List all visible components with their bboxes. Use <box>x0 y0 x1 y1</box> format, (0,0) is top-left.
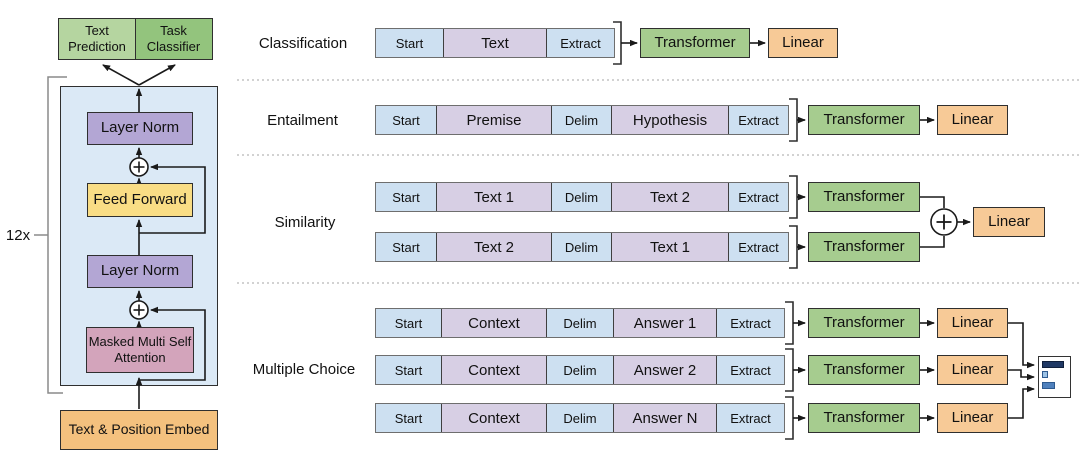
token-start: Start <box>376 309 441 337</box>
layer-norm-top-box: Layer Norm <box>87 112 193 145</box>
linear-box: Linear <box>937 355 1008 385</box>
token-context: Context <box>441 309 546 337</box>
text-prediction-box: Text Prediction <box>58 18 136 60</box>
transformer-box: Transformer <box>808 105 920 135</box>
token-sequence-choice-2: Start Context Delim Answer 2 Extract <box>375 355 785 385</box>
token-sequence-similarity-1: Start Text 1 Delim Text 2 Extract <box>375 182 789 212</box>
token-delim: Delim <box>551 106 611 134</box>
task-label-entailment: Entailment <box>267 112 338 129</box>
token-start: Start <box>376 106 436 134</box>
token-sequence-choice-n: Start Context Delim Answer N Extract <box>375 403 785 433</box>
token-sequence-classification: Start Text Extract <box>375 28 615 58</box>
linear-box: Linear <box>937 308 1008 338</box>
linear-box: Linear <box>768 28 838 58</box>
token-answer2: Answer 2 <box>613 356 716 384</box>
token-extract: Extract <box>728 233 788 261</box>
task-label-multiple-choice: Multiple Choice <box>252 361 356 378</box>
token-context: Context <box>441 356 546 384</box>
linear-box: Linear <box>937 403 1008 433</box>
answer-scores-chart <box>1038 356 1071 398</box>
linear-box: Linear <box>973 207 1045 237</box>
transformer-box: Transformer <box>808 232 920 262</box>
transformer-box: Transformer <box>808 355 920 385</box>
token-answer1: Answer 1 <box>613 309 716 337</box>
layer-norm-bottom-box: Layer Norm <box>87 255 193 288</box>
task-label-classification: Classification <box>258 35 348 52</box>
embedding-box: Text & Position Embed <box>60 410 218 450</box>
token-extract: Extract <box>728 106 788 134</box>
token-text: Text <box>443 29 546 57</box>
transformer-box: Transformer <box>808 182 920 212</box>
token-delim: Delim <box>546 356 613 384</box>
token-start: Start <box>376 29 443 57</box>
token-sequence-choice-1: Start Context Delim Answer 1 Extract <box>375 308 785 338</box>
score-bar <box>1041 371 1048 378</box>
feed-forward-box: Feed Forward <box>87 183 193 217</box>
transformer-box: Transformer <box>808 308 920 338</box>
task-classifier-box: Task Classifier <box>134 18 213 60</box>
token-start: Start <box>376 233 436 261</box>
token-text1: Text 1 <box>611 233 728 261</box>
sum-plus-icon <box>930 208 958 236</box>
linear-box: Linear <box>937 105 1008 135</box>
token-hypothesis: Hypothesis <box>611 106 728 134</box>
transformer-box: Transformer <box>640 28 750 58</box>
token-extract: Extract <box>728 183 788 211</box>
token-context: Context <box>441 404 546 432</box>
token-text2: Text 2 <box>436 233 551 261</box>
transformer-box: Transformer <box>808 403 920 433</box>
token-start: Start <box>376 404 441 432</box>
token-delim: Delim <box>551 233 611 261</box>
token-text2: Text 2 <box>611 183 728 211</box>
repeat-12x-label: 12x <box>5 227 31 244</box>
token-delim: Delim <box>546 404 613 432</box>
token-sequence-entailment: Start Premise Delim Hypothesis Extract <box>375 105 789 135</box>
task-label-similarity: Similarity <box>274 214 336 231</box>
token-text1: Text 1 <box>436 183 551 211</box>
token-delim: Delim <box>546 309 613 337</box>
token-extract: Extract <box>716 309 784 337</box>
token-start: Start <box>376 356 441 384</box>
token-delim: Delim <box>551 183 611 211</box>
token-extract: Extract <box>716 356 784 384</box>
masked-attention-box: Masked Multi Self Attention <box>86 327 194 373</box>
token-start: Start <box>376 183 436 211</box>
token-answerN: Answer N <box>613 404 716 432</box>
token-extract: Extract <box>546 29 614 57</box>
token-extract: Extract <box>716 404 784 432</box>
token-sequence-similarity-2: Start Text 2 Delim Text 1 Extract <box>375 232 789 262</box>
token-premise: Premise <box>436 106 551 134</box>
score-bar <box>1041 381 1055 389</box>
score-bar <box>1041 360 1064 368</box>
